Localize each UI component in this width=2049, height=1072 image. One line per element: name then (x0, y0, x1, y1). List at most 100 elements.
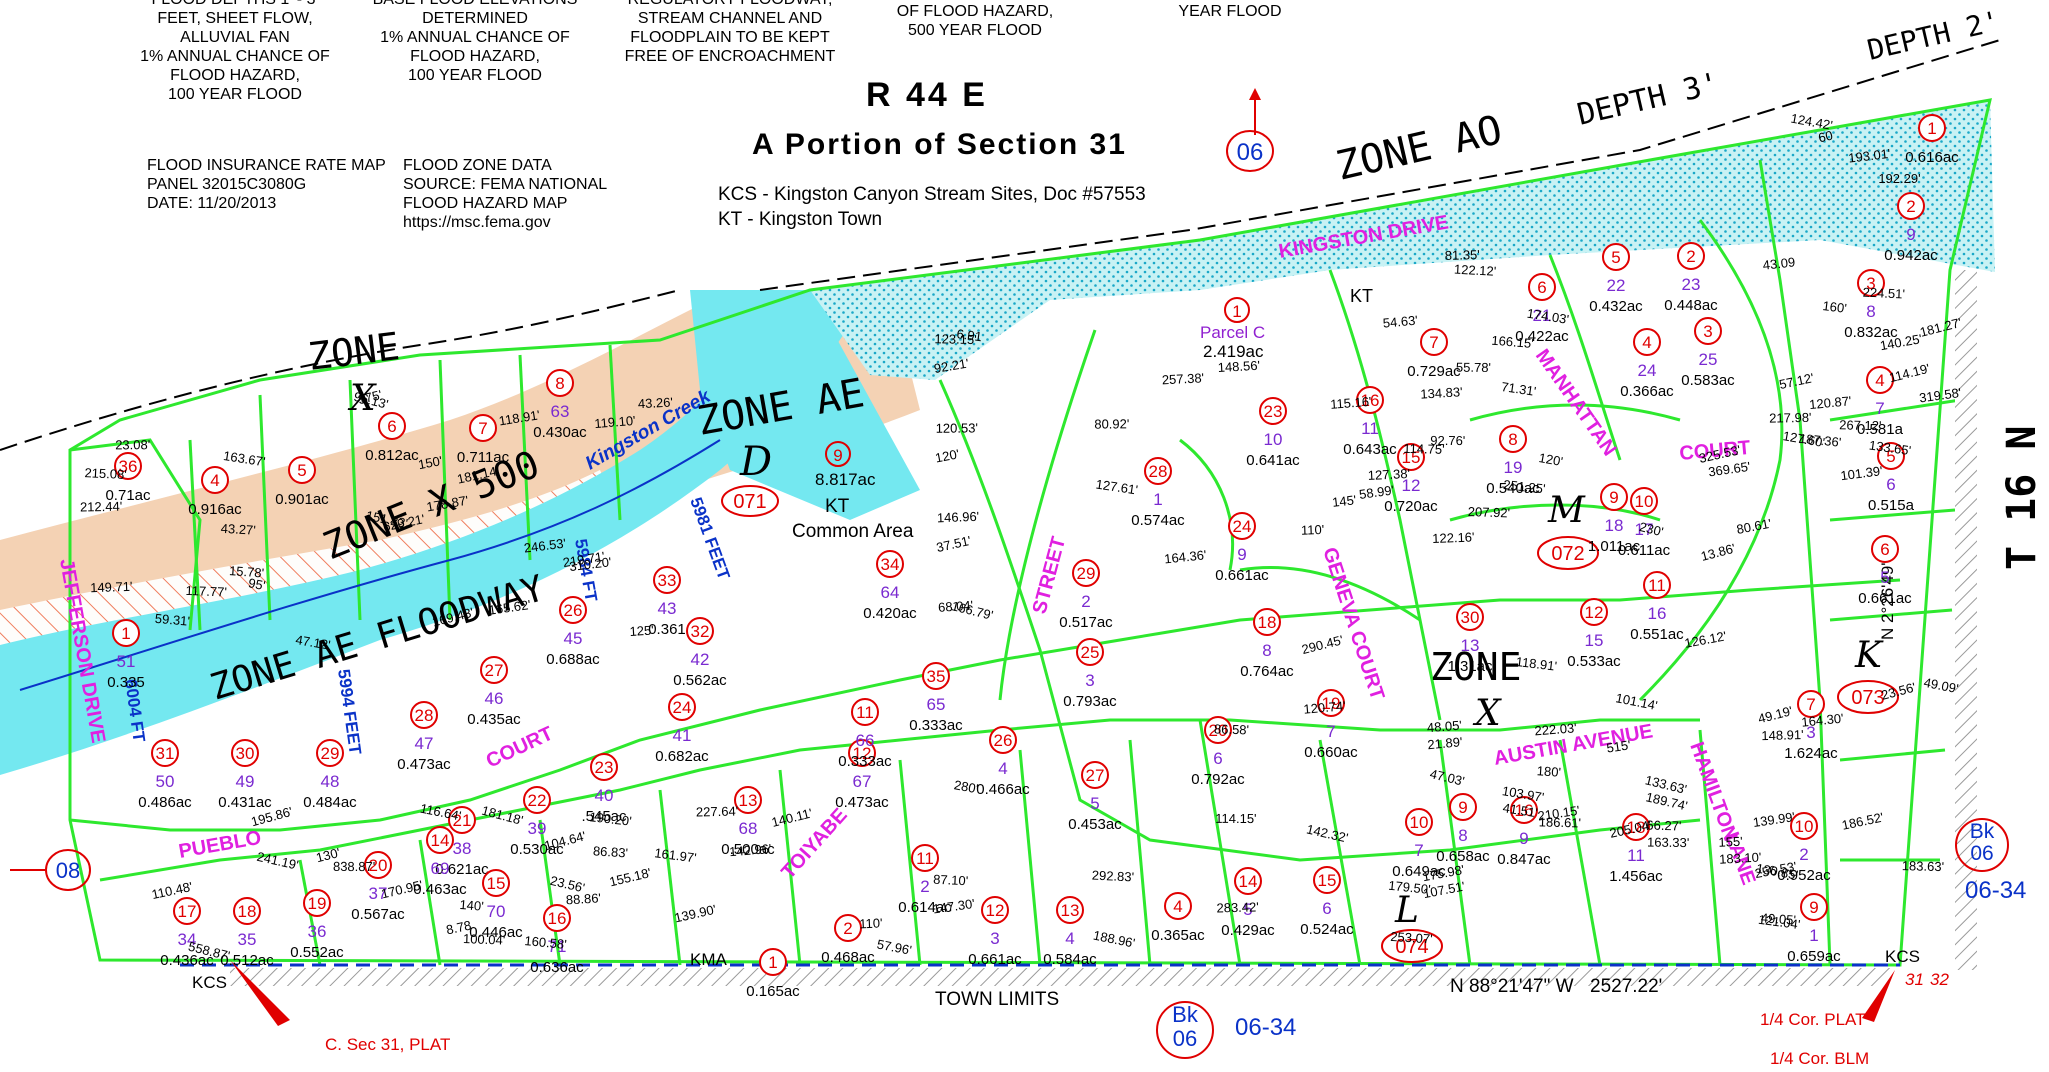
parcel-number: 34 (881, 555, 900, 574)
parcel-block-number: 15 (1585, 631, 1604, 650)
parcel-number: 16 (1515, 801, 1534, 820)
parcel-acreage: 0.641ac (1246, 452, 1300, 469)
street-geneva-court: GENEVA COURT (1318, 545, 1388, 703)
parcel-block-number: 37 (369, 884, 388, 903)
parcel-acreage: 0.952ac (1777, 867, 1831, 884)
parcel-block-number: 21 (1533, 306, 1552, 325)
parcel-acreage: 0.435ac (467, 711, 521, 728)
dimension-label: 148.91' (1761, 727, 1804, 743)
legend: KCS - Kingston Canyon Stream Sites, Doc … (718, 182, 1146, 232)
parcel-block-number: 23 (1682, 275, 1701, 294)
parcel-55: 10.616ac (1905, 114, 1959, 166)
parcel-number-circle (1528, 273, 1556, 301)
parcel-1: 40.916ac (188, 466, 242, 518)
parcel-number: 7 (1806, 695, 1815, 714)
dimension-label: 119.10' (594, 413, 636, 431)
parcel-block-number: 18 (1605, 516, 1624, 535)
parcel-number-circle (1164, 892, 1192, 920)
parcel-block-number: 17 (1635, 520, 1654, 539)
parcel-acreage: 0.661ac (1215, 567, 1269, 584)
parcel-block-number: 7 (1875, 399, 1884, 418)
dimension-label: 210.15' (1537, 803, 1581, 824)
parcel-number-circle (1857, 269, 1885, 297)
parcel-number: 19 (1322, 694, 1341, 713)
parcel-number-circle (1397, 443, 1425, 471)
parcel-number-circle (523, 786, 551, 814)
dimension-label: 120.53' (936, 420, 978, 435)
parcel-block-number: 69 (431, 859, 450, 878)
dimension-label: 48.05' (1426, 718, 1462, 736)
parcel-number: 5 (1886, 447, 1895, 466)
parcel-number: 36 (119, 457, 138, 476)
parcel-number-circle (1866, 366, 1894, 394)
parcel-block-number: 11 (1361, 419, 1379, 438)
block-072-oval (1537, 536, 1599, 570)
parcel-number: 31 (156, 744, 175, 763)
parcel-number: 2 (1686, 247, 1695, 266)
parcel-block-number: 3 (1806, 723, 1815, 742)
parcel-number-circle (482, 869, 510, 897)
dimension-label: 49.05' (1760, 910, 1796, 927)
parcel-number: 7 (1429, 333, 1438, 352)
parcel-number-circle (1456, 603, 1484, 631)
dimension-label: 145' (1331, 492, 1357, 510)
zone-x-top-label: ZONE (306, 324, 402, 379)
parcel-block-number: 47 (415, 734, 434, 753)
zone-ae-area (690, 290, 920, 520)
dimension-label: 160' (1822, 298, 1848, 316)
parcel-number: 20 (369, 856, 388, 875)
parcel-block-number: 45 (564, 629, 583, 648)
parcel-66: 980.658ac (1436, 793, 1490, 865)
dimension-label: 59.31' (154, 611, 190, 629)
parcel-63: 910.659ac (1787, 893, 1841, 965)
parcel-acreage: 0.422ac (1515, 328, 1569, 345)
parcel-acreage: 0.658ac (1436, 848, 1490, 865)
zone-ae-d-label: D (739, 439, 772, 485)
parcel-number: 4 (1875, 371, 1884, 390)
parcel-block-number: 36 (308, 922, 327, 941)
dimension-label: 57.96' (876, 937, 913, 958)
parcel-acreage: 0.333ac (909, 717, 963, 734)
parcel-75: 10.165ac (746, 948, 800, 1000)
sec-32-label: 32 (1930, 970, 1949, 989)
parcel-number-circle (480, 656, 508, 684)
parcel-acreage: 0.71ac (105, 487, 151, 504)
parcel-acreage: 0.682ac (655, 748, 709, 765)
dimension-label: 230' (1638, 519, 1665, 539)
parcel-number-circle (316, 739, 344, 767)
parcel-number-circle (1643, 571, 1671, 599)
dimension-label: 101.14' (1614, 690, 1658, 713)
dimension-label: 47.12' (295, 632, 332, 653)
parcel-number-circle (1800, 893, 1828, 921)
dimension-label: 8.78 (445, 917, 473, 937)
township-label: T 16 N (1999, 426, 2045, 571)
dimension-label: 150' (417, 453, 443, 472)
dimension-label: 192.29' (1878, 171, 1920, 186)
parcel-acreage: 0.847ac (1497, 851, 1551, 868)
dimension-label: 212.44' (80, 499, 123, 515)
parcel-number-circle (1072, 559, 1100, 587)
dimension-label: 120' (1538, 450, 1564, 469)
parcel-acreage: 0.616ac (1905, 149, 1959, 166)
parcel-number-circle (378, 412, 406, 440)
parcel-acreage: 0.832ac (1844, 324, 1898, 341)
parcel-number-circle (1918, 114, 1946, 142)
parcel-number: 29 (321, 744, 340, 763)
dimension-label: 118.91' (1515, 654, 1558, 674)
parcel-number: 4 (1642, 333, 1651, 352)
parcel-number: 11 (856, 703, 874, 722)
parcel-number: 11 (916, 849, 934, 868)
parcel-acreage: 0.562ac (673, 672, 727, 689)
parcel-number-circle (1204, 716, 1232, 744)
